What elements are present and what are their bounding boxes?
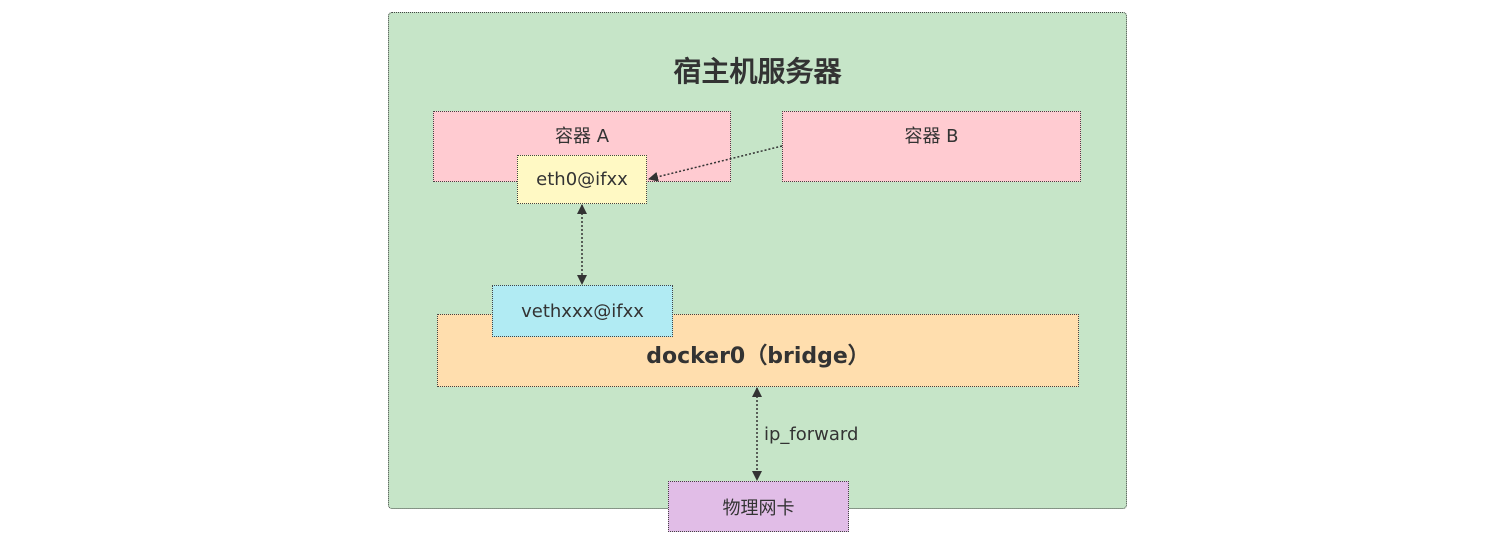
container-b-box: 容器 B (782, 111, 1081, 182)
veth-interface-box: vethxxx@ifxx (492, 285, 673, 337)
ip-forward-label: ip_forward (764, 424, 859, 445)
docker0-bridge-box: docker0（bridge） (437, 314, 1079, 387)
container-b-label: 容器 B (904, 126, 959, 147)
host-server-title: 宿主机服务器 (673, 55, 842, 88)
physical-nic-label: 物理网卡 (722, 497, 795, 519)
container-a-label: 容器 A (554, 126, 610, 147)
eth0-interface-label: eth0@ifxx (536, 169, 628, 190)
veth-interface-label: vethxxx@ifxx (521, 300, 644, 322)
docker0-bridge-label: docker0（bridge） (646, 343, 870, 369)
physical-nic-box: 物理网卡 (668, 481, 849, 532)
eth0-interface-box: eth0@ifxx (517, 155, 647, 204)
